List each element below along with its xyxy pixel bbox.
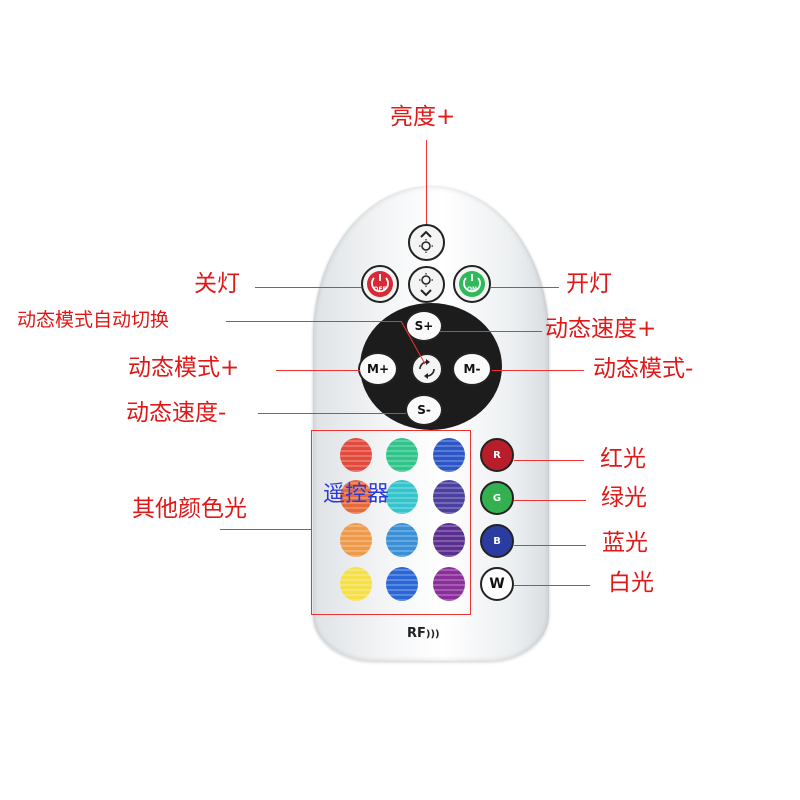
label-blue: 蓝光 [602, 530, 648, 556]
blue-button-label: B [493, 535, 501, 547]
color-button-1-3[interactable] [433, 438, 465, 472]
color-button-4-2[interactable] [386, 567, 418, 601]
remote-label: 遥控器 [323, 482, 390, 507]
off-button[interactable]: OFF [361, 265, 399, 303]
green-button[interactable]: G [480, 481, 514, 515]
line-other-colors [220, 529, 311, 530]
color-button-4-1[interactable] [340, 567, 372, 601]
color-grid-frame [311, 430, 471, 615]
mode-down-button[interactable]: M- [452, 352, 492, 386]
color-button-3-2[interactable] [386, 523, 418, 557]
auto-switch-button[interactable] [411, 353, 443, 385]
speed-down-button[interactable]: S- [405, 394, 443, 426]
label-speed-down: 动态速度- [126, 400, 227, 426]
label-speed-up: 动态速度+ [545, 316, 657, 342]
mode-up-button[interactable]: M+ [358, 352, 398, 386]
brightness-up-button[interactable] [408, 224, 445, 261]
line-green [514, 500, 586, 501]
line-mode-up [276, 370, 360, 371]
on-button[interactable]: ON [453, 265, 491, 303]
speed-up-button[interactable]: S+ [405, 310, 443, 342]
brightness-up-icon [419, 230, 433, 253]
brightness-down-icon [419, 273, 433, 297]
color-button-1-2[interactable] [386, 438, 418, 472]
line-red [514, 460, 584, 461]
blue-button[interactable]: B [480, 524, 514, 558]
power-icon [463, 274, 481, 293]
signal-icon: ))) [425, 629, 440, 640]
on-button-label: ON [466, 286, 478, 293]
green-button-label: G [492, 492, 502, 504]
line-auto-switch [226, 321, 401, 322]
line-blue [514, 545, 586, 546]
line-on [491, 287, 559, 288]
label-mode-up: 动态模式+ [128, 355, 240, 381]
color-button-2-1[interactable] [340, 480, 372, 514]
cycle-icon [419, 359, 435, 379]
line-off [255, 287, 361, 288]
label-on: 开灯 [566, 271, 612, 297]
line-mode-down [492, 370, 584, 371]
color-button-3-1[interactable] [340, 523, 372, 557]
rf-logo: RF))) [407, 626, 440, 641]
label-off: 关灯 [194, 271, 240, 297]
label-red: 红光 [600, 446, 646, 472]
rf-label: RF [407, 626, 426, 641]
color-button-1-1[interactable] [340, 438, 372, 472]
label-auto-switch: 动态模式自动切换 [17, 309, 170, 331]
off-button-label: OFF [373, 286, 387, 293]
label-other-colors: 其他颜色光 [132, 496, 247, 522]
white-button-label: W [489, 576, 505, 592]
color-button-2-3[interactable] [433, 480, 465, 514]
white-button[interactable]: W [480, 567, 514, 601]
power-icon [371, 274, 389, 293]
line-speed-up [440, 331, 542, 332]
color-button-3-3[interactable] [433, 523, 465, 557]
color-button-2-2[interactable] [386, 480, 418, 514]
line-speed-down [258, 413, 406, 414]
line-white [514, 585, 590, 586]
line-brightness-up [426, 140, 427, 224]
red-button-label: R [493, 449, 501, 461]
label-brightness-up: 亮度+ [390, 104, 456, 130]
label-green: 绿光 [601, 485, 647, 511]
label-white: 白光 [608, 570, 654, 596]
label-mode-down: 动态模式- [593, 356, 694, 382]
color-button-4-3[interactable] [433, 567, 465, 601]
red-button[interactable]: R [480, 438, 514, 472]
brightness-down-button[interactable] [408, 266, 445, 303]
